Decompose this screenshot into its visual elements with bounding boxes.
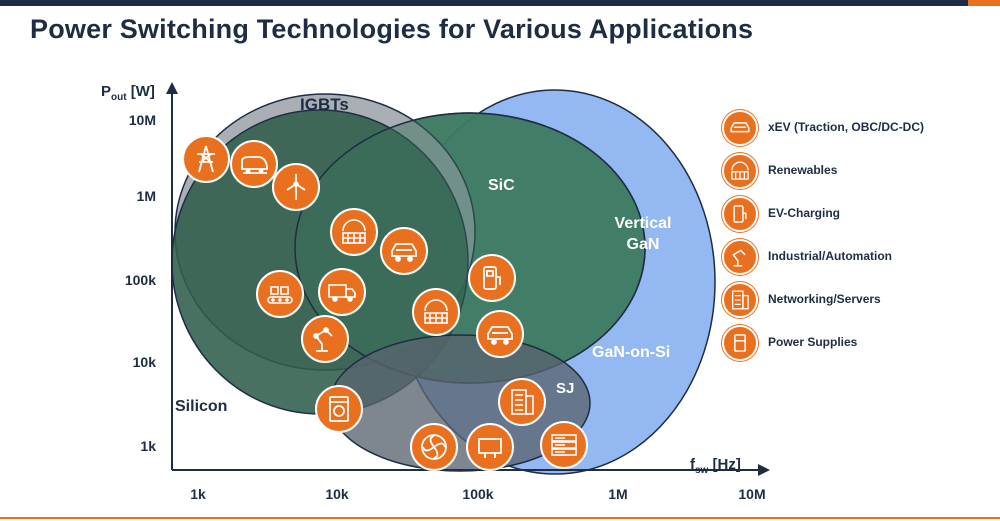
power-supply-icon: [722, 325, 758, 361]
solar-panel-icon: [412, 288, 460, 336]
train-icon: [230, 140, 278, 188]
legend-label: Networking/Servers: [768, 292, 881, 306]
conveyor-icon: [256, 270, 304, 318]
legend-label: xEV (Traction, OBC/DC-DC): [768, 120, 925, 134]
legend-label: Power Supplies: [768, 335, 858, 349]
legend-item-xev: xEV (Traction, OBC/DC-DC): [722, 110, 992, 146]
sic-label: SiC: [488, 177, 515, 194]
car-icon: [380, 227, 428, 275]
legend-item-ev-charging: EV-Charging: [722, 196, 992, 232]
page-title: Power Switching Technologies for Various…: [30, 14, 754, 44]
legend-item-power-supplies: Power Supplies: [722, 325, 992, 361]
y-tick-label: 10k: [132, 354, 156, 370]
power-supply-icon: [466, 423, 514, 471]
x-axis-label: fsw [Hz]: [690, 456, 741, 476]
legend-item-networking: Networking/Servers: [722, 282, 992, 318]
legend-label: EV-Charging: [768, 206, 841, 220]
server-icon: [498, 378, 546, 426]
washing-machine-icon: [315, 385, 363, 433]
robot-arm-icon: [301, 315, 349, 363]
solar-panel-icon: [330, 208, 378, 256]
legend-label: Renewables: [768, 163, 838, 177]
x-axis-arrow: [758, 464, 770, 476]
y-tick-label: 1k: [140, 438, 156, 454]
y-axis-arrow: [166, 82, 178, 94]
fan-icon: [410, 423, 458, 471]
sj-label: SJ: [556, 380, 575, 397]
charging-station-icon: [468, 254, 516, 302]
y-tick-label: 1M: [136, 188, 156, 204]
solar-panel-icon: [722, 153, 758, 189]
legend-label: Industrial/Automation: [768, 249, 892, 263]
truck-icon: [318, 268, 366, 316]
wind-turbine-icon: [272, 163, 320, 211]
top-bar: [0, 0, 1000, 6]
x-tick-label: 1M: [608, 486, 628, 502]
y-tick-label: 100k: [124, 272, 156, 288]
rack-server-icon: [540, 421, 588, 469]
x-tick-label: 1k: [190, 486, 206, 502]
x-tick-label: 100k: [462, 486, 494, 502]
x-tick-label: 10M: [738, 486, 766, 502]
y-tick-label: 10M: [128, 112, 156, 128]
charging-station-icon: [722, 196, 758, 232]
igbt-label: IGBTs: [300, 95, 349, 114]
car-icon: [476, 310, 524, 358]
robot-arm-icon: [722, 239, 758, 275]
server-icon: [722, 282, 758, 318]
x-tick-label: 10k: [325, 486, 349, 502]
bottom-accent-line: [0, 517, 1000, 519]
power-tower-icon: [182, 135, 230, 183]
car-icon: [722, 110, 758, 146]
legend-item-renewables: Renewables: [722, 153, 992, 189]
top-bar-accent: [968, 0, 1000, 6]
gan-on-si-label: GaN-on-Si: [592, 344, 671, 361]
legend-item-industrial: Industrial/Automation: [722, 239, 992, 275]
y-axis-label: Pout [W]: [101, 83, 155, 103]
silicon-label: Silicon: [175, 398, 228, 415]
